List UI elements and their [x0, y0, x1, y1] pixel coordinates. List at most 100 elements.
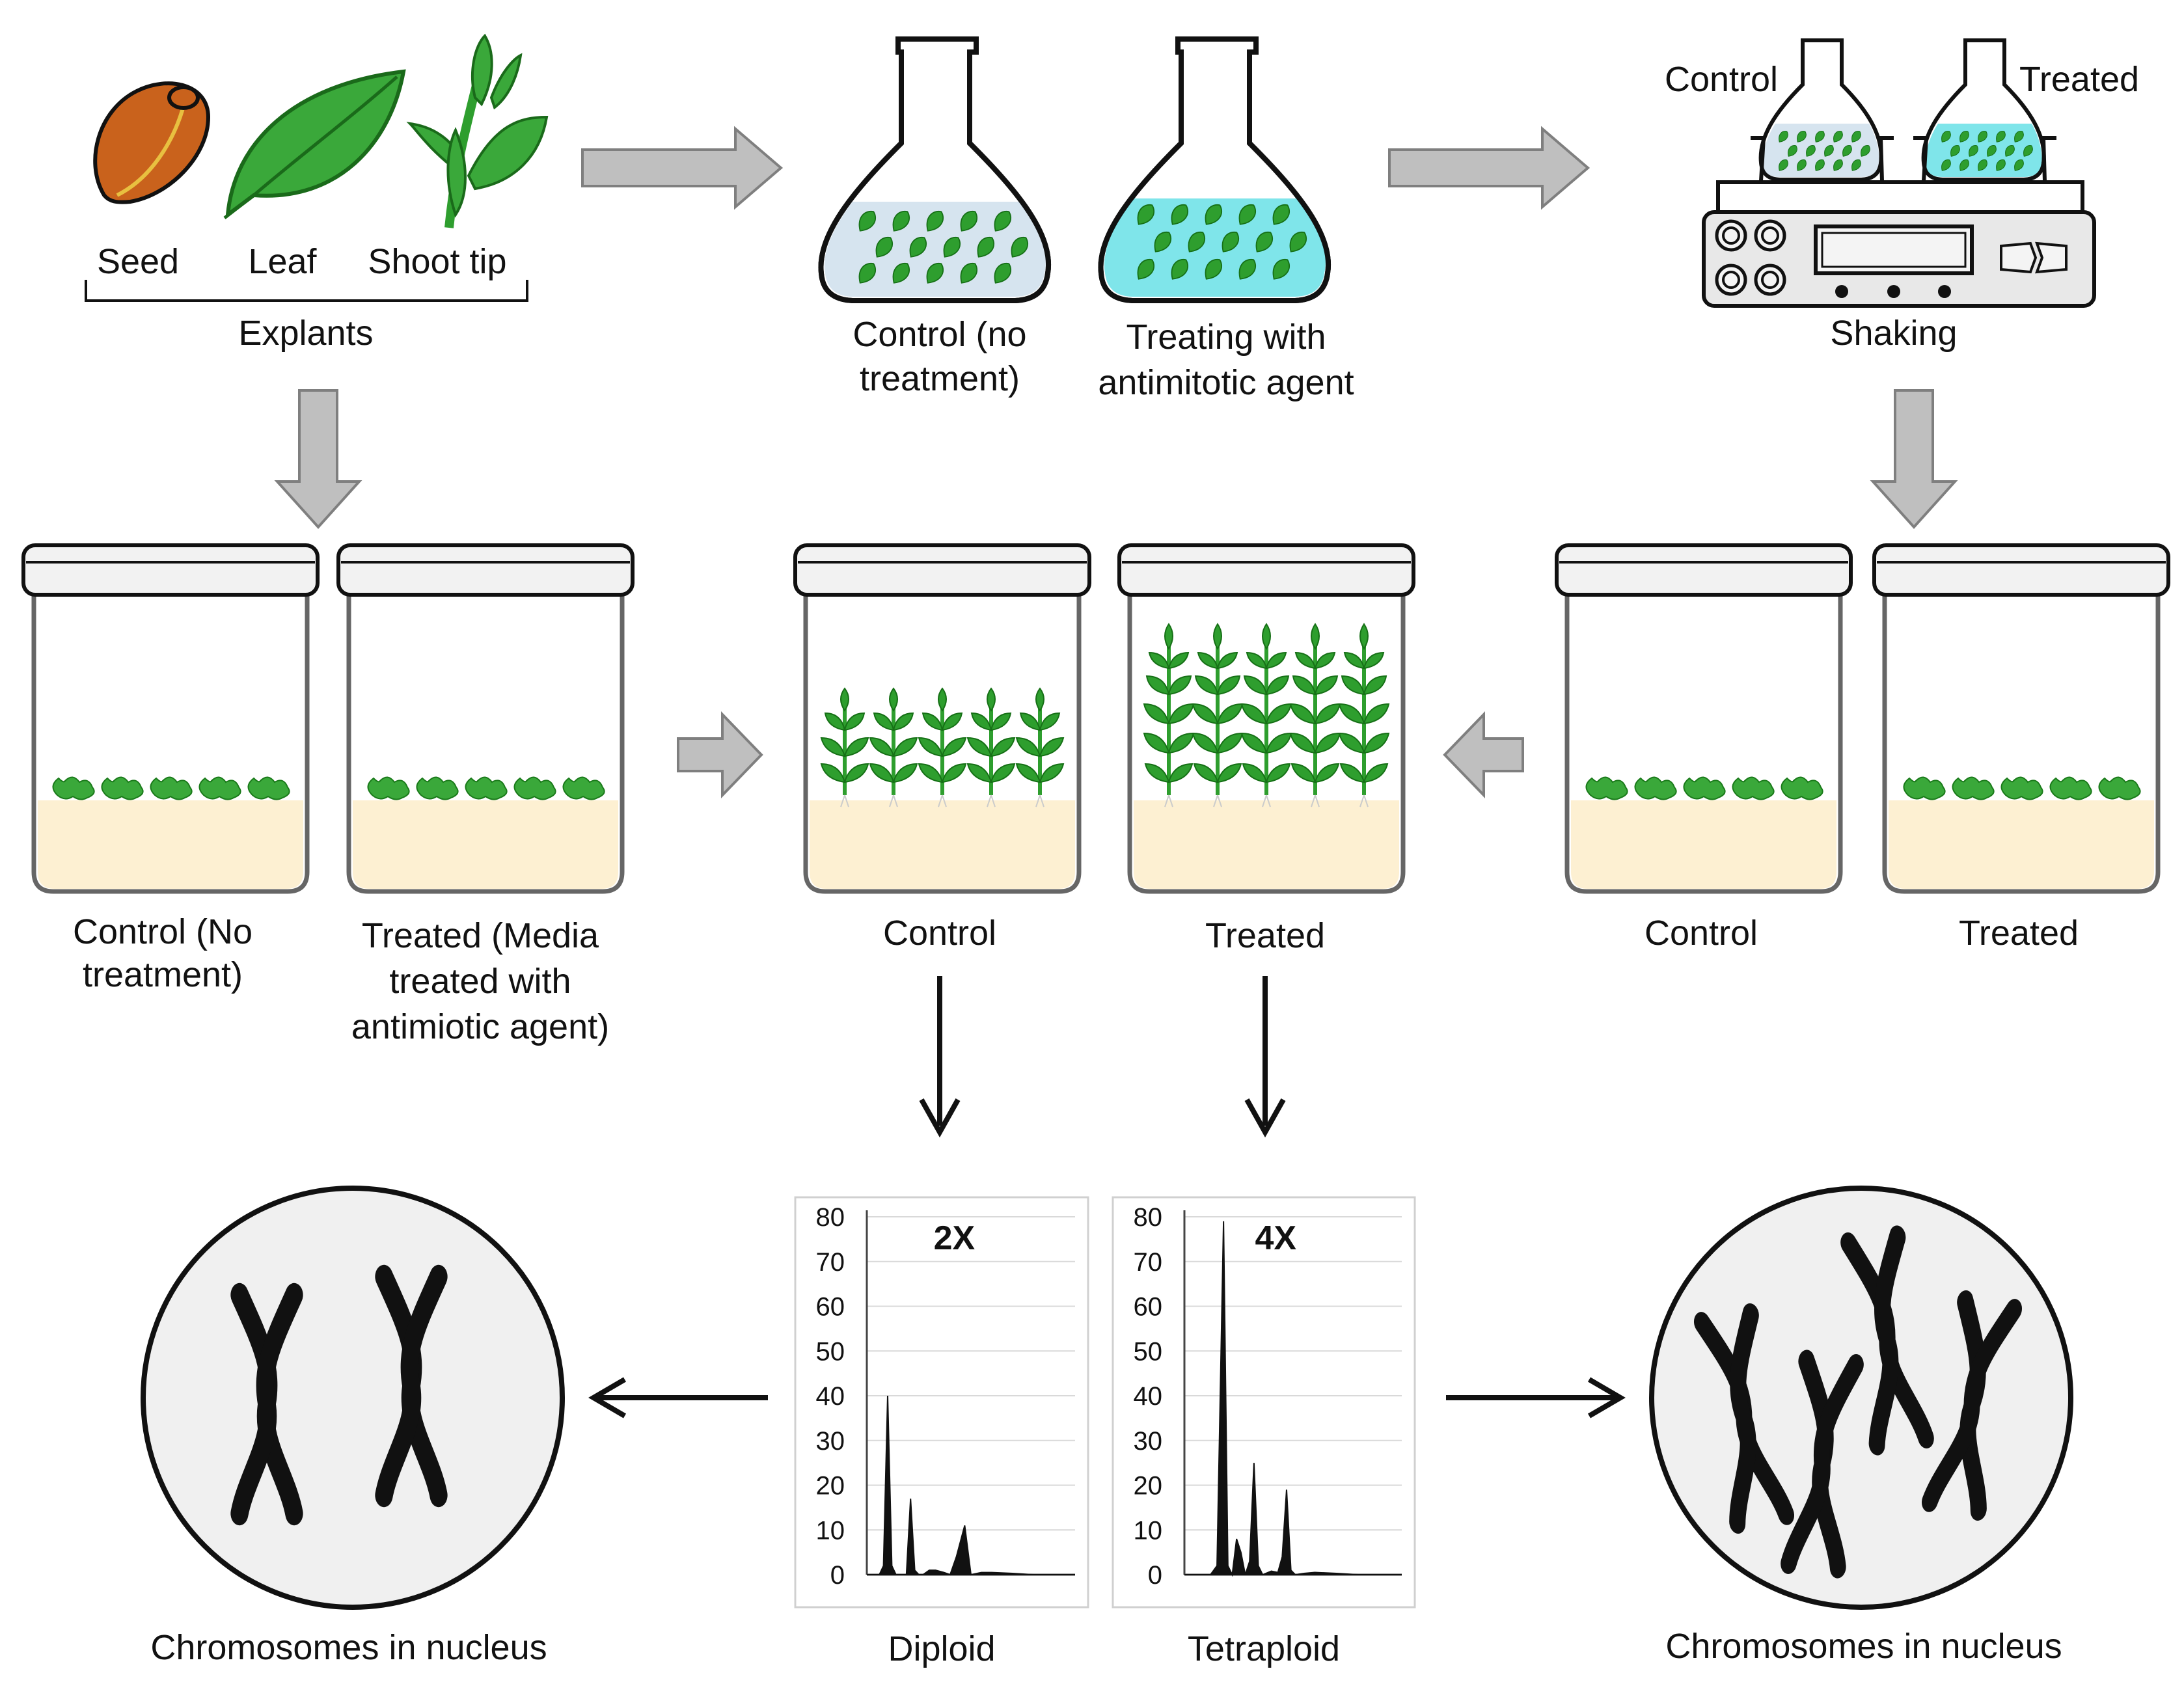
explant-icon — [1683, 776, 1726, 800]
arrow-right-to-center — [677, 711, 763, 798]
explant-label-seed: Seed — [97, 242, 179, 281]
chart-tick-label: 50 — [1134, 1337, 1163, 1366]
explant-icon — [416, 776, 459, 800]
jar-left-treated-label-line2: treated with — [389, 962, 571, 1001]
explant-icon — [1585, 776, 1628, 800]
chart-tick-label: 70 — [1134, 1248, 1163, 1277]
flask-control-label-line1: Control (no — [853, 315, 1026, 354]
chart-title: 4X — [1255, 1219, 1296, 1257]
plantlet-icon — [1193, 624, 1242, 807]
chart-tick-label: 60 — [1134, 1293, 1163, 1322]
explant-icon — [513, 776, 556, 800]
explant-icon — [562, 776, 605, 800]
jar-left-treated-label-line3: antimiotic agent) — [351, 1007, 609, 1046]
explant-icon — [52, 776, 95, 800]
explant-icon — [367, 776, 410, 800]
chart-tick-label: 30 — [1134, 1427, 1163, 1456]
explant-icon — [465, 776, 508, 800]
chart-xlabel: Diploid — [888, 1629, 995, 1668]
explant-icon — [198, 776, 241, 800]
chart-xlabel: Tetraploid — [1188, 1629, 1340, 1668]
nucleus-right-caption: Chromosomes in nucleus — [1665, 1627, 2062, 1666]
nucleus-tetraploid — [1649, 1186, 2073, 1610]
jar-left-control-label-line1: Control (No — [73, 912, 253, 951]
explant-icon — [2000, 776, 2043, 800]
chart-tetraploid: 0 10 20 30 40 50 60 70 80 4X Tetraploid — [1112, 1196, 1416, 1668]
explant-icon — [1952, 776, 1995, 800]
explants-bracket — [85, 280, 528, 302]
jar-center-control — [793, 543, 1091, 894]
chart-histogram-area — [1184, 1221, 1402, 1577]
flask-control — [818, 36, 1052, 303]
explant-icon — [2098, 776, 2141, 800]
explant-icon — [1732, 776, 1775, 800]
jar-center-treated — [1117, 543, 1415, 894]
chart-tick-label: 80 — [1134, 1203, 1163, 1232]
flask-treated — [1098, 36, 1331, 303]
explant-icon — [1634, 776, 1677, 800]
explant-icon — [150, 776, 193, 800]
shaker-caption: Shaking — [1830, 314, 1957, 353]
plantlet-icon — [968, 688, 1015, 807]
shoot-tip-icon — [406, 33, 549, 228]
jar-right-treated-label: Treated — [1959, 914, 2079, 953]
plantlet-icon — [919, 688, 966, 807]
chart-tick-label: 10 — [816, 1516, 845, 1545]
chart-tick-label: 60 — [816, 1293, 845, 1322]
flask-treated-label-line1: Treating with — [1126, 318, 1326, 357]
explant-label-shoot-tip: Shoot tip — [368, 242, 506, 281]
plantlet-icon — [870, 688, 917, 807]
plantlet-icon — [1144, 624, 1194, 807]
explants-group: Seed Leaf Shoot tip Explants — [85, 33, 549, 353]
flask-control-label-line2: treatment) — [860, 359, 1020, 398]
chart-tick-label: 20 — [1134, 1472, 1163, 1501]
jar-left-treated-label-line1: Treated (Media — [362, 916, 599, 955]
arrow-left-to-center — [1443, 711, 1524, 798]
chart-tick-label: 70 — [816, 1248, 845, 1277]
jar-right-control — [1555, 543, 1853, 894]
jar-center-treated-label: Treated — [1205, 916, 1325, 955]
arrow-right-2 — [1388, 126, 1590, 210]
explant-icon — [2049, 776, 2092, 800]
chart-tick-label: 40 — [1134, 1382, 1163, 1411]
chart-tick-label: 50 — [816, 1337, 845, 1366]
jar-left-control-label-line2: treatment) — [83, 955, 243, 994]
arrow-down-control-to-chart — [919, 976, 961, 1138]
arrow-right-1 — [581, 126, 784, 210]
shaker-treated-label: Treated — [2019, 60, 2139, 99]
leaf-icon — [223, 69, 406, 219]
chart-tick-label: 10 — [1134, 1516, 1163, 1545]
nucleus-diploid — [141, 1186, 565, 1610]
flask-treated-label-line2: antimitotic agent — [1098, 363, 1354, 402]
plantlet-icon — [821, 688, 868, 807]
plantlet-icon — [1339, 624, 1389, 807]
arrow-to-left-nucleus — [588, 1377, 768, 1419]
chart-tick-label: 0 — [1148, 1561, 1162, 1590]
arrow-down-left — [274, 389, 362, 529]
chart-tick-label: 20 — [816, 1472, 845, 1501]
arrow-to-right-nucleus — [1446, 1377, 1626, 1419]
chart-tick-label: 40 — [816, 1382, 845, 1411]
chart-histogram-area — [867, 1395, 1075, 1576]
plantlet-icon — [1242, 624, 1291, 807]
arrow-down-treated-to-chart — [1244, 976, 1286, 1138]
jar-left-control — [21, 543, 320, 894]
jar-center-control-label: Control — [883, 914, 996, 953]
explant-icon — [101, 776, 144, 800]
jar-left-treated — [336, 543, 635, 894]
chart-tick-label: 80 — [816, 1203, 845, 1232]
explant-icon — [1781, 776, 1823, 800]
chart-title: 2X — [934, 1219, 976, 1257]
plantlet-icon — [1017, 688, 1063, 807]
explant-label-leaf: Leaf — [248, 242, 317, 281]
explant-icon — [247, 776, 290, 800]
explants-group-label: Explants — [238, 314, 373, 353]
jar-right-control-label: Control — [1645, 914, 1758, 953]
jar-right-treated — [1872, 543, 2170, 894]
shaker-device: Control Treated — [1665, 38, 2139, 308]
nucleus-left-caption: Chromosomes in nucleus — [150, 1628, 547, 1667]
chart-tick-label: 0 — [830, 1561, 845, 1590]
plantlet-icon — [1290, 624, 1340, 807]
